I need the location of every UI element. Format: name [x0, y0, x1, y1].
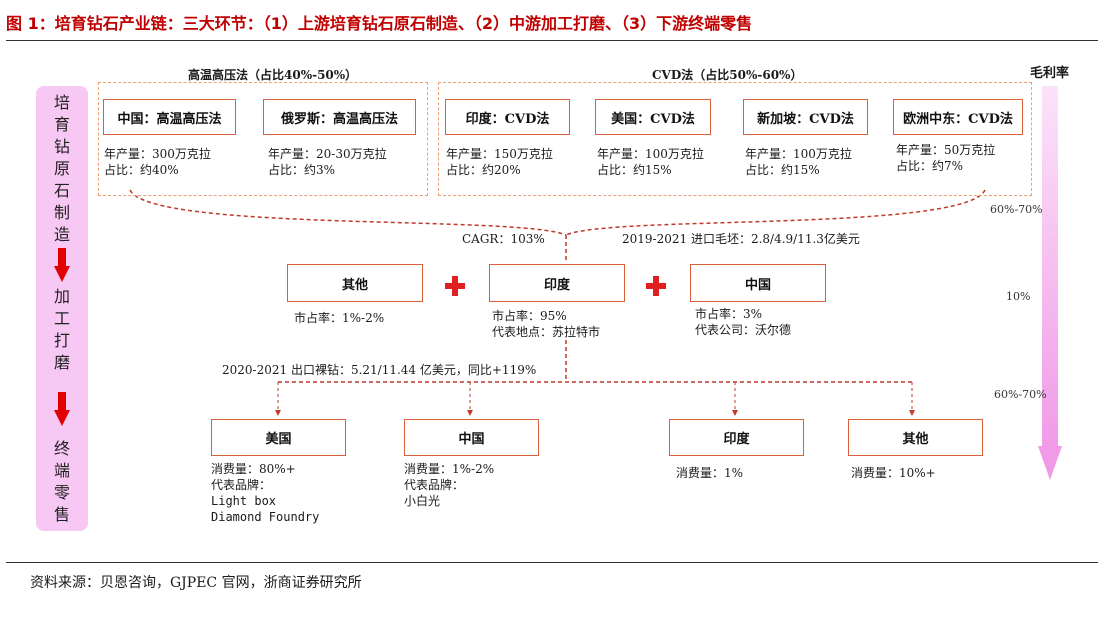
cvd-usa-share: 占比：约15%: [597, 163, 672, 177]
source-note: 资料来源：贝恩咨询，GJPEC 官网，浙商证券研究所: [30, 575, 362, 591]
plus-icon: [646, 276, 666, 296]
down-arrow-icon: [54, 248, 70, 282]
cvd-group: [438, 82, 1032, 196]
cvd-europe-mideast-box: 欧洲中东：CVD法: [893, 99, 1023, 135]
hpht-russia-share: 占比：约3%: [268, 163, 336, 177]
cvd-usa-output: 年产量：100万克拉: [597, 147, 704, 161]
cvd-singapore-share: 占比：约15%: [745, 163, 820, 177]
processing-india-share: 市占率：95%: [492, 309, 567, 323]
cvd-india-output: 年产量：150万克拉: [446, 147, 553, 161]
cvd-india-box: 印度：CVD法: [445, 99, 570, 135]
cvd-europe-mideast-share: 占比：约7%: [896, 159, 964, 173]
stage-midstream-label: 加工 打磨: [53, 287, 70, 372]
top-rule: [6, 40, 1098, 41]
hpht-group-label: 高温高压法（占比40%-50%）: [188, 68, 358, 82]
retail-china-brand-label: 代表品牌：: [404, 478, 465, 492]
margin-midstream: 10%: [1006, 290, 1031, 303]
hpht-china-share: 占比：约40%: [104, 163, 179, 177]
margin-arrow-icon: [1038, 86, 1062, 480]
retail-india-box: 印度: [669, 419, 804, 456]
margin-downstream: 60%-70%: [994, 388, 1047, 401]
processing-china-box: 中国: [690, 264, 826, 302]
stage-upstream-label: 培育 钻原 石制 造: [53, 93, 70, 244]
export-note: 2020-2021 出口裸钻：5.21/11.44 亿美元，同比+119%: [222, 363, 537, 377]
stage-column: 培育 钻原 石制 造 加工 打磨 终端 零售: [36, 86, 88, 531]
hpht-china-output: 年产量：300万克拉: [104, 147, 211, 161]
processing-india-location: 代表地点：苏拉特市: [492, 325, 601, 339]
cvd-india-share: 占比：约20%: [446, 163, 521, 177]
retail-india-consumption: 消费量：1%: [676, 466, 744, 480]
retail-usa-brand-label: 代表品牌：: [211, 478, 272, 492]
hpht-russia-box: 俄罗斯：高温高压法: [263, 99, 416, 135]
hpht-russia-output: 年产量：20-30万克拉: [268, 147, 387, 161]
margin-label: 毛利率: [1030, 66, 1070, 81]
retail-usa-brand-2: Diamond Foundry: [211, 510, 320, 524]
processing-china-company: 代表公司：沃尔德: [695, 323, 792, 337]
figure-title: 图 1：培育钻石产业链：三大环节：（1）上游培育钻石原石制造、（2）中游加工打磨…: [6, 14, 753, 33]
cagr-note: CAGR：103%: [462, 232, 545, 246]
cvd-singapore-box: 新加坡：CVD法: [743, 99, 868, 135]
cvd-europe-mideast-output: 年产量：50万克拉: [896, 143, 996, 157]
cvd-usa-box: 美国：CVD法: [595, 99, 711, 135]
retail-other-consumption: 消费量：10%+: [851, 466, 936, 480]
retail-other-box: 其他: [848, 419, 983, 456]
bottom-rule: [6, 562, 1098, 563]
processing-india-box: 印度: [489, 264, 625, 302]
retail-china-brand-1: 小白光: [404, 494, 441, 508]
retail-china-box: 中国: [404, 419, 539, 456]
stage-downstream-label: 终端 零售: [53, 439, 70, 524]
processing-other-box: 其他: [287, 264, 423, 302]
hpht-group: [98, 82, 428, 196]
cvd-singapore-output: 年产量：100万克拉: [745, 147, 852, 161]
retail-usa-brand-1: Light box: [211, 494, 277, 508]
margin-upstream: 60%-70%: [990, 203, 1043, 216]
cvd-group-label: CVD法（占比50%-60%）: [652, 68, 803, 82]
plus-icon: [445, 276, 465, 296]
down-arrow-icon: [54, 392, 70, 426]
import-note: 2019-2021 进口毛坯：2.8/4.9/11.3亿美元: [622, 232, 860, 246]
retail-china-consumption: 消费量：1%-2%: [404, 462, 495, 476]
hpht-china-box: 中国：高温高压法: [103, 99, 236, 135]
processing-other-share: 市占率：1%-2%: [294, 311, 385, 325]
retail-usa-consumption: 消费量：80%+: [211, 462, 296, 476]
retail-usa-box: 美国: [211, 419, 346, 456]
processing-china-share: 市占率：3%: [695, 307, 763, 321]
